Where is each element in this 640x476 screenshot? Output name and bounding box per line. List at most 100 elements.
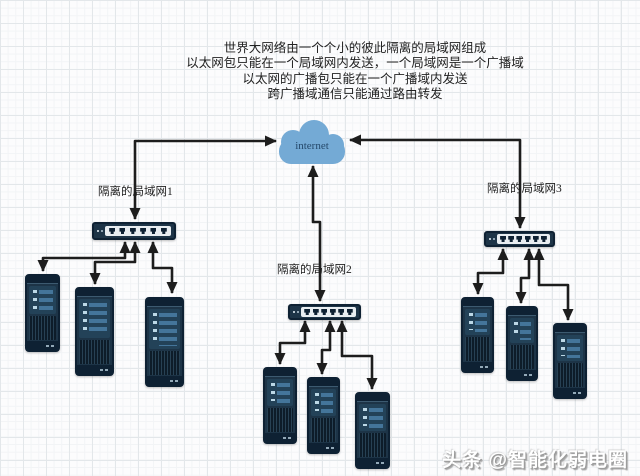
internet-cloud: internet — [276, 119, 348, 165]
ethernet-port-icon — [160, 228, 167, 234]
ethernet-port-icon — [516, 236, 523, 242]
server-led — [46, 344, 49, 347]
ethernet-port-icon — [140, 228, 147, 234]
link-lan1-server3 — [147, 241, 178, 294]
ethernet-port-icon — [329, 309, 336, 315]
server-top-cap — [265, 369, 295, 377]
ethernet-port-icon — [321, 309, 328, 315]
lan1-server-tower-2 — [75, 287, 114, 376]
lan2-server-tower-1 — [263, 367, 297, 444]
caption-line-1: 世界大网络由一个个小的彼此隔离的局域网组成 — [223, 41, 487, 55]
server-vent-grille — [149, 351, 180, 375]
caption-line-2: 以太网包只能在一个局域网内发送，一个局域网是一个广播域 — [186, 56, 524, 71]
ethernet-port-icon — [304, 309, 311, 315]
link-lan2-server3 — [336, 320, 378, 390]
switch-port-strip — [301, 307, 356, 317]
ethernet-port-icon — [532, 236, 539, 242]
server-top-cap — [555, 325, 585, 333]
link-lan1-server2 — [89, 241, 141, 285]
lan1-switch — [92, 222, 176, 240]
ethernet-port-icon — [312, 309, 319, 315]
server-bottom-cap — [555, 388, 585, 397]
server-top-cap — [147, 299, 182, 307]
link-lan2-server1 — [274, 320, 311, 365]
server-vent-grille — [557, 363, 583, 387]
link-lan3-server1 — [472, 248, 509, 295]
server-drive-panel — [557, 335, 583, 361]
server-vent-grille — [465, 337, 490, 361]
link-cloud-lan1 — [129, 135, 277, 220]
server-top-cap — [309, 379, 338, 387]
lan2-label: 隔离的局域网2 — [277, 264, 352, 276]
link-cloud-lan2 — [307, 165, 326, 302]
server-led — [376, 461, 379, 464]
ethernet-port-icon — [129, 228, 136, 234]
switch-port-strip — [105, 226, 171, 236]
server-vent-grille — [359, 433, 386, 457]
server-led — [175, 379, 178, 382]
ethernet-port-icon — [346, 309, 353, 315]
server-drive-panel — [465, 309, 490, 335]
server-top-cap — [357, 394, 388, 402]
ethernet-port-icon — [119, 228, 126, 234]
server-vent-grille — [79, 340, 110, 364]
ethernet-port-icon — [540, 236, 547, 242]
server-vent-grille — [267, 408, 293, 432]
watermark: 头条 @智能化弱电圈 — [442, 450, 628, 471]
lan3-server-tower-2 — [506, 306, 538, 381]
switch-status-leds — [293, 311, 295, 313]
cloud-label: internet — [295, 140, 329, 152]
ethernet-port-icon — [150, 228, 157, 234]
lan2-server-tower-3 — [355, 392, 390, 469]
server-led — [524, 373, 527, 376]
lan2-switch — [288, 304, 361, 320]
server-led — [331, 446, 334, 449]
server-drive-panel — [29, 286, 56, 314]
server-led — [485, 365, 488, 368]
server-led — [529, 373, 532, 376]
lan3-server-tower-3 — [553, 323, 587, 399]
server-led — [170, 379, 173, 382]
server-top-cap — [77, 289, 112, 297]
switch-port-strip — [497, 234, 550, 244]
lan1-label: 隔离的局域网1 — [98, 186, 173, 198]
server-bottom-cap — [508, 370, 536, 379]
caption-line-4: 跨广播域通信只能通过路由转发 — [267, 87, 443, 102]
ethernet-port-icon — [338, 309, 345, 315]
server-drive-panel — [149, 309, 180, 349]
ethernet-port-icon — [524, 236, 531, 242]
server-bottom-cap — [77, 365, 112, 374]
server-top-cap — [463, 299, 492, 307]
lan1-server-tower-3 — [145, 297, 184, 387]
diagram-caption: 世界大网络由一个个小的彼此隔离的局域网组成 以太网包只能在一个局域网内发送，一个… — [145, 41, 565, 103]
server-led — [578, 391, 581, 394]
link-lan3-server2 — [515, 248, 535, 304]
server-led — [573, 391, 576, 394]
server-led — [105, 368, 108, 371]
server-bottom-cap — [27, 341, 58, 350]
link-cloud-lan3 — [349, 134, 526, 229]
cloud-icon — [279, 120, 345, 164]
server-led — [288, 436, 291, 439]
server-bottom-cap — [265, 433, 295, 442]
switch-status-leds — [489, 238, 491, 240]
server-vent-grille — [510, 345, 534, 369]
ethernet-port-icon — [109, 228, 116, 234]
server-led — [51, 344, 54, 347]
server-led — [326, 446, 329, 449]
ethernet-port-icon — [508, 236, 515, 242]
link-lan3-server3 — [533, 248, 574, 321]
server-led — [381, 461, 384, 464]
link-lan1-server1 — [37, 241, 131, 272]
lan3-server-tower-1 — [461, 297, 494, 373]
server-bottom-cap — [309, 443, 338, 452]
server-drive-panel — [79, 299, 110, 338]
caption-line-3: 以太网的广播包只能在一个广播域内发送 — [242, 71, 468, 86]
server-top-cap — [27, 276, 58, 284]
server-bottom-cap — [357, 458, 388, 467]
server-led — [283, 436, 286, 439]
server-led — [480, 365, 483, 368]
ethernet-port-icon — [500, 236, 507, 242]
